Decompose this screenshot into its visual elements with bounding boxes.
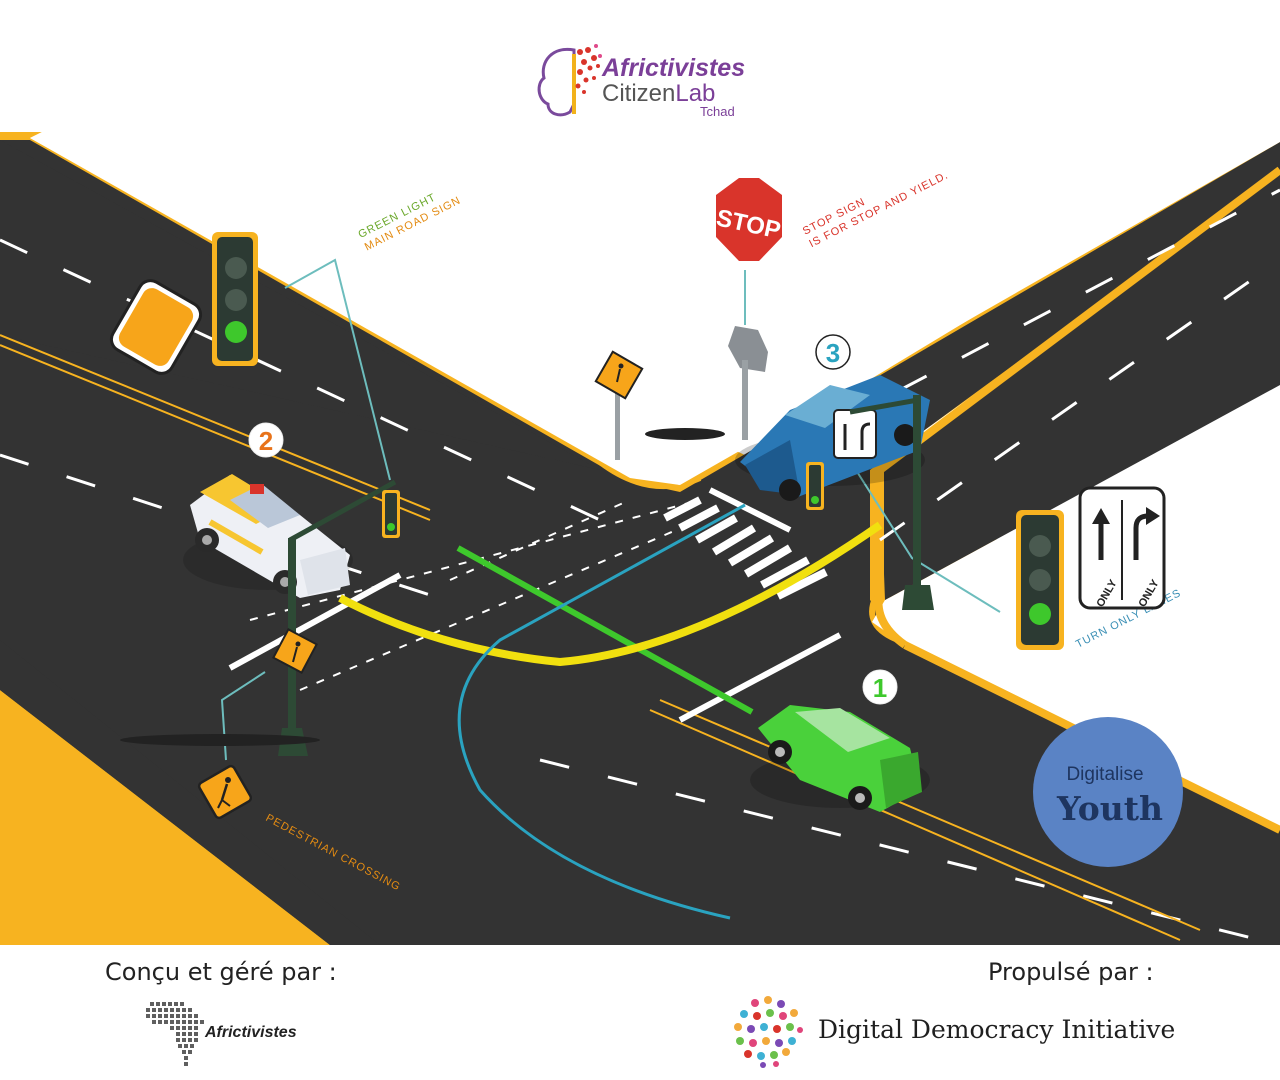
designed-by-label: Conçu et géré par :	[105, 958, 337, 986]
stop-sign-pole	[645, 326, 768, 440]
logo-brand-tchad: Tchad	[700, 104, 735, 119]
yellow-path	[338, 521, 883, 667]
badge-line2: Youth	[1056, 789, 1163, 828]
straight-arrow-icon	[1092, 508, 1110, 560]
logo-brand-lab: Lab	[675, 80, 715, 107]
traffic-pole-left	[120, 479, 400, 756]
blue-path	[457, 503, 746, 920]
marker-car-3: 3	[815, 334, 851, 370]
logo-brand-citizen: Citizen	[602, 80, 675, 107]
logo-brand-line1: Africtivistes	[601, 54, 745, 82]
car-2-driving-school	[183, 474, 353, 598]
trajectory-paths	[338, 503, 883, 920]
africa-map-icon	[146, 1002, 204, 1066]
badge-line1: Digitalise	[1066, 764, 1143, 785]
brain-tree-icon	[537, 44, 602, 117]
traffic-pole-right	[806, 395, 934, 610]
svg-text:1: 1	[873, 673, 887, 703]
marker-car-1: 1	[862, 669, 898, 705]
crosswalk	[663, 496, 828, 600]
turn-only-sign-small	[833, 409, 877, 459]
ddi-dots-icon	[734, 996, 803, 1068]
powered-by-org: Digital Democracy Initiative	[818, 1015, 1176, 1044]
designed-by-org: Africtivistes	[205, 1024, 297, 1041]
stop-sign: STOP	[712, 174, 786, 266]
svg-text:2: 2	[259, 426, 273, 456]
green-path	[456, 545, 754, 715]
marker-car-2: 2	[248, 422, 284, 458]
africtivistes-citizenlab-logo: Africtivistes CitizenLab Tchad	[537, 44, 745, 119]
right-turn-arrow-icon	[1133, 507, 1160, 560]
powered-by-label: Propulsé par :	[988, 958, 1154, 986]
turn-only-lanes-sign: ONLY ONLY	[1078, 486, 1166, 610]
svg-text:3: 3	[826, 338, 840, 368]
pedestrian-crossing-sign	[197, 764, 253, 820]
turn-only-traffic-signal	[1016, 510, 1064, 650]
green-light-traffic-signal	[109, 232, 258, 375]
svg-text:CitizenLab: CitizenLab	[602, 80, 715, 107]
car-1-green-hatchback	[750, 705, 930, 812]
digitalise-youth-badge: Digitalise Youth	[1033, 717, 1183, 867]
pedestrian-sign-back	[594, 350, 644, 460]
